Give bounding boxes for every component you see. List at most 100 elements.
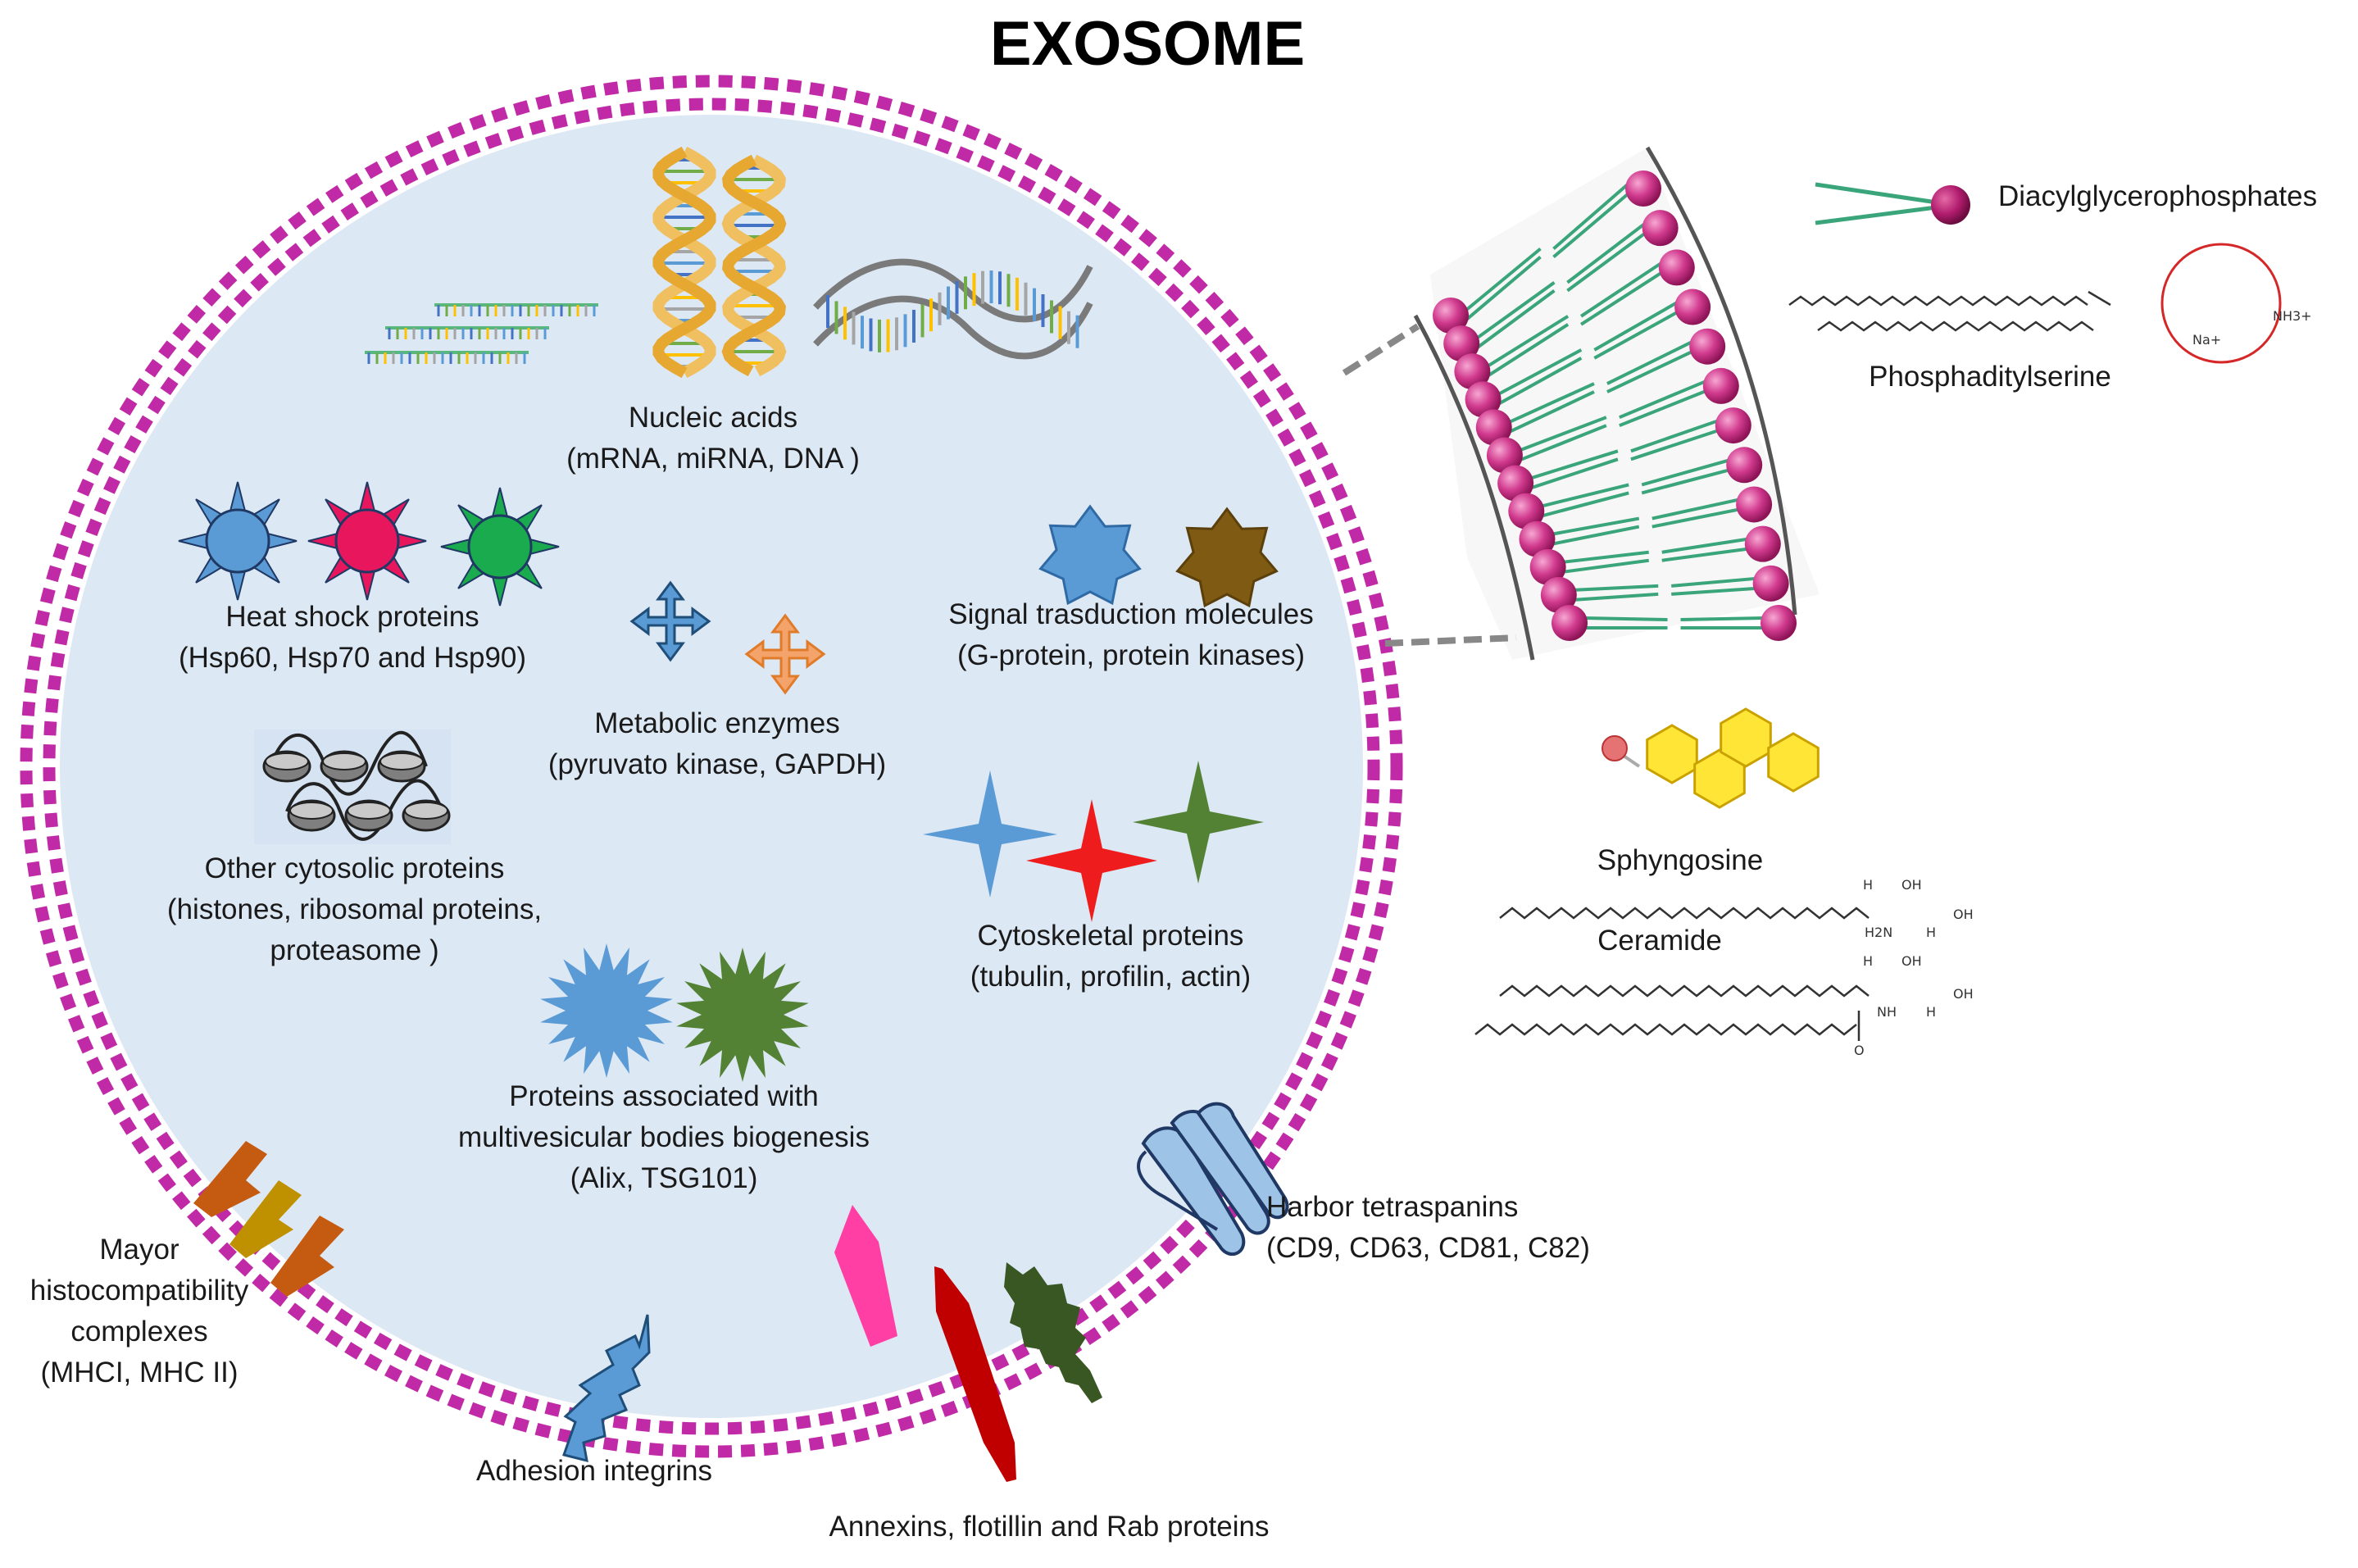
hsp60-icon: [178, 481, 298, 601]
lipid-head-icon: [1689, 328, 1726, 365]
lipid-head-icon: [1519, 520, 1556, 557]
metabolic-enzymes-label: Metabolic enzymes (pyruvato kinase, GAPD…: [547, 707, 887, 780]
h-label-2: H: [1926, 925, 1937, 940]
nucleic-acids-label: Nucleic acids (mRNA, miRNA, DNA ): [566, 402, 860, 475]
tetraspanins-label: Harbor tetraspanins (CD9, CD63, CD81, C8…: [1266, 1191, 1590, 1264]
lipid-head-icon: [1715, 407, 1751, 444]
lipid-head-icon: [1475, 409, 1512, 446]
h-label-4: H: [1926, 1004, 1937, 1020]
lipid-head-icon: [1752, 565, 1789, 602]
tsg101-icon: [676, 948, 809, 1082]
sterol-ring-icon: [1720, 707, 1772, 768]
lipid-head-icon: [1702, 367, 1739, 404]
exosome-lumen: [60, 115, 1363, 1418]
lipid-head-icon: [1658, 249, 1695, 286]
diagram-title: EXOSOME: [989, 9, 1306, 79]
tetraspanin-icon: [1137, 1102, 1289, 1257]
lipid-head-icon: [1454, 353, 1491, 390]
lipid-head-icon: [1736, 486, 1773, 523]
diacylglycerophosphates-label: Diacylglycerophosphates: [1998, 180, 2318, 212]
oh-label-2: OH: [1953, 907, 1974, 922]
nucleosome-icon: [287, 799, 336, 832]
annexin-icon: [934, 1266, 1016, 1482]
lipid-head-icon: [1540, 576, 1577, 613]
membrane-inner-leaflet: [43, 98, 1380, 1435]
lipid-head-icon: [1486, 437, 1523, 474]
mvb-protein-icons: [540, 943, 809, 1082]
flotillin-icon: [1004, 1262, 1102, 1403]
ceramide-label: Ceramide: [1597, 925, 1722, 957]
diacylglycerophosphate-icon: [1815, 182, 1970, 225]
o-label: O: [1854, 1043, 1865, 1058]
signal-blue-icon: [1038, 504, 1142, 606]
sterol-ring-icon: [1767, 732, 1820, 793]
mvb-proteins-label: Proteins associated with multivesicular …: [458, 1080, 870, 1194]
mhc-icons: [193, 1141, 344, 1297]
phosphatidylserine-structure: [1788, 243, 2282, 364]
nh3-label: NH3+: [2273, 308, 2312, 324]
signal-molecule-icons: [1038, 504, 1279, 608]
lipid-head-icon: [1497, 465, 1534, 502]
lipid-head-icon: [1508, 493, 1545, 529]
nucleosome-icon: [402, 799, 451, 832]
metabolic-enzyme-icons: [629, 580, 826, 695]
oh-label-4: OH: [1953, 986, 1974, 1002]
phosphatidylserine-label: Phosphaditylserine: [1869, 361, 2111, 393]
mhc-label: Mayor histocompatibility complexes (MHCI…: [30, 1234, 249, 1388]
heat-shock-label: Heat shock proteins (Hsp60, Hsp70 and Hs…: [178, 601, 527, 674]
sphingosine-structure: [1602, 707, 1820, 809]
exosome-body: [20, 75, 1403, 1458]
heat-shock-protein-icons: [178, 481, 560, 607]
sphingosine-label: Sphyngosine: [1597, 844, 1764, 876]
profilin-icon: [1026, 799, 1157, 922]
lipid-head-icon: [1529, 548, 1566, 585]
lipid-head-icon: [1433, 298, 1469, 334]
signal-brown-icon: [1175, 507, 1279, 608]
sterol-ring-icon: [1646, 724, 1698, 784]
oh-label-3: OH: [1901, 953, 1922, 969]
nh-label: NH: [1877, 1004, 1897, 1020]
hsp90-icon: [440, 487, 560, 607]
signal-transduction-label: Signal trasduction molecules (G-protein,…: [948, 598, 1314, 671]
actin-icon: [1133, 761, 1264, 884]
lipid-head-icon: [1443, 325, 1480, 362]
histone-icon: [254, 729, 451, 844]
lipid-head-icon: [1744, 525, 1781, 562]
h-label-1: H: [1863, 877, 1874, 893]
hsp70-icon: [307, 481, 427, 601]
ceramide-structures: [1474, 907, 1870, 1041]
lipid-bilayer-zoom: [1342, 146, 1820, 661]
alix-icon: [540, 943, 673, 1078]
pink-membrane-protein-icon: [834, 1205, 897, 1347]
na-label: Na+: [2192, 332, 2222, 348]
lipid-head-icon: [1761, 605, 1797, 641]
enzyme-orange-icon: [744, 613, 826, 695]
rna-strands-icon: [365, 303, 598, 364]
mrna-wave-icon: [813, 258, 1093, 360]
lipid-head-icon: [1726, 447, 1763, 484]
h2n-label: H2N: [1865, 925, 1893, 940]
lipid-head-icon: [1642, 210, 1679, 247]
nucleosome-icon: [262, 750, 311, 783]
membrane-outer-leaflet: [20, 75, 1403, 1458]
annexins-label: Annexins, flotillin and Rab proteins: [829, 1511, 1270, 1543]
integrin-icon: [562, 1314, 651, 1463]
tubulin-icon: [923, 770, 1057, 898]
lipid-head-icon: [1674, 289, 1711, 325]
h-label-3: H: [1863, 953, 1874, 969]
cytoskeletal-protein-icons: [923, 761, 1264, 922]
nucleosome-icon: [320, 750, 369, 783]
lipid-head-icon: [1625, 170, 1661, 207]
lipid-head-icon: [1552, 605, 1588, 641]
dna-helix-icon: [652, 146, 787, 379]
enzyme-blue-icon: [629, 580, 711, 662]
nucleosome-icon: [377, 750, 426, 783]
nucleosome-icon: [344, 799, 393, 832]
integrins-label: Adhesion integrins: [476, 1455, 712, 1487]
cytoskeletal-proteins-label: Cytoskeletal proteins (tubulin, profilin…: [970, 920, 1252, 993]
oh-label-1: OH: [1901, 877, 1922, 893]
lipid-head-icon: [1465, 381, 1502, 418]
cytosolic-proteins-label: Other cytosolic proteins (histones, ribo…: [166, 852, 543, 966]
